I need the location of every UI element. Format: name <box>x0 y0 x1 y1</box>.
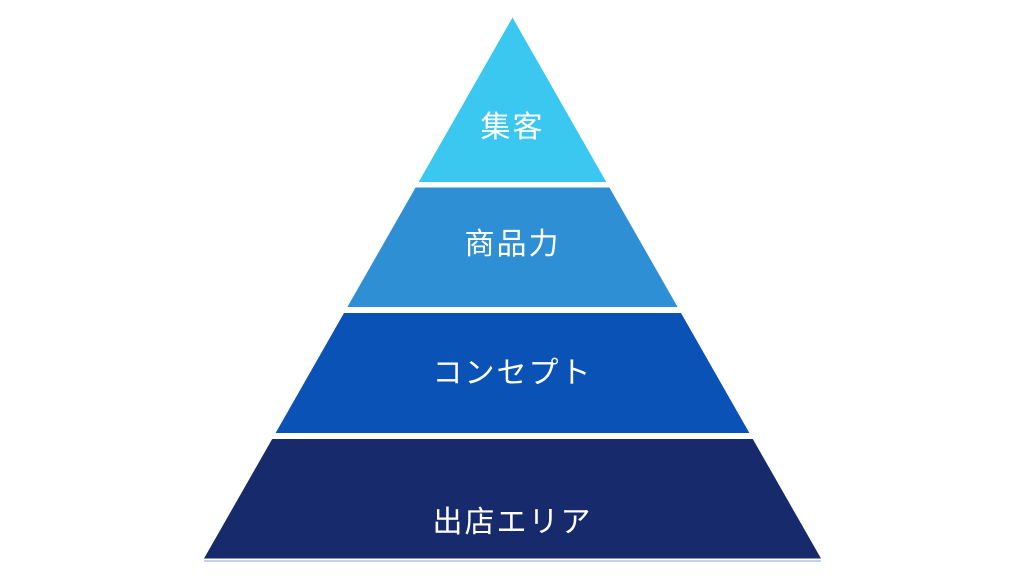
pyramid-level-2-shape <box>347 187 678 307</box>
pyramid-level-3-label: コンセプト <box>433 357 593 390</box>
pyramid-level-3-shape <box>275 313 750 433</box>
pyramid-level-2-label: 商品力 <box>465 228 561 261</box>
pyramid-level-1-shape <box>418 17 607 182</box>
pyramid-level-1-label: 集客 <box>481 111 545 144</box>
pyramid-level-4-shape <box>204 439 821 559</box>
pyramid-level-4-label: 出店エリア <box>433 506 593 539</box>
